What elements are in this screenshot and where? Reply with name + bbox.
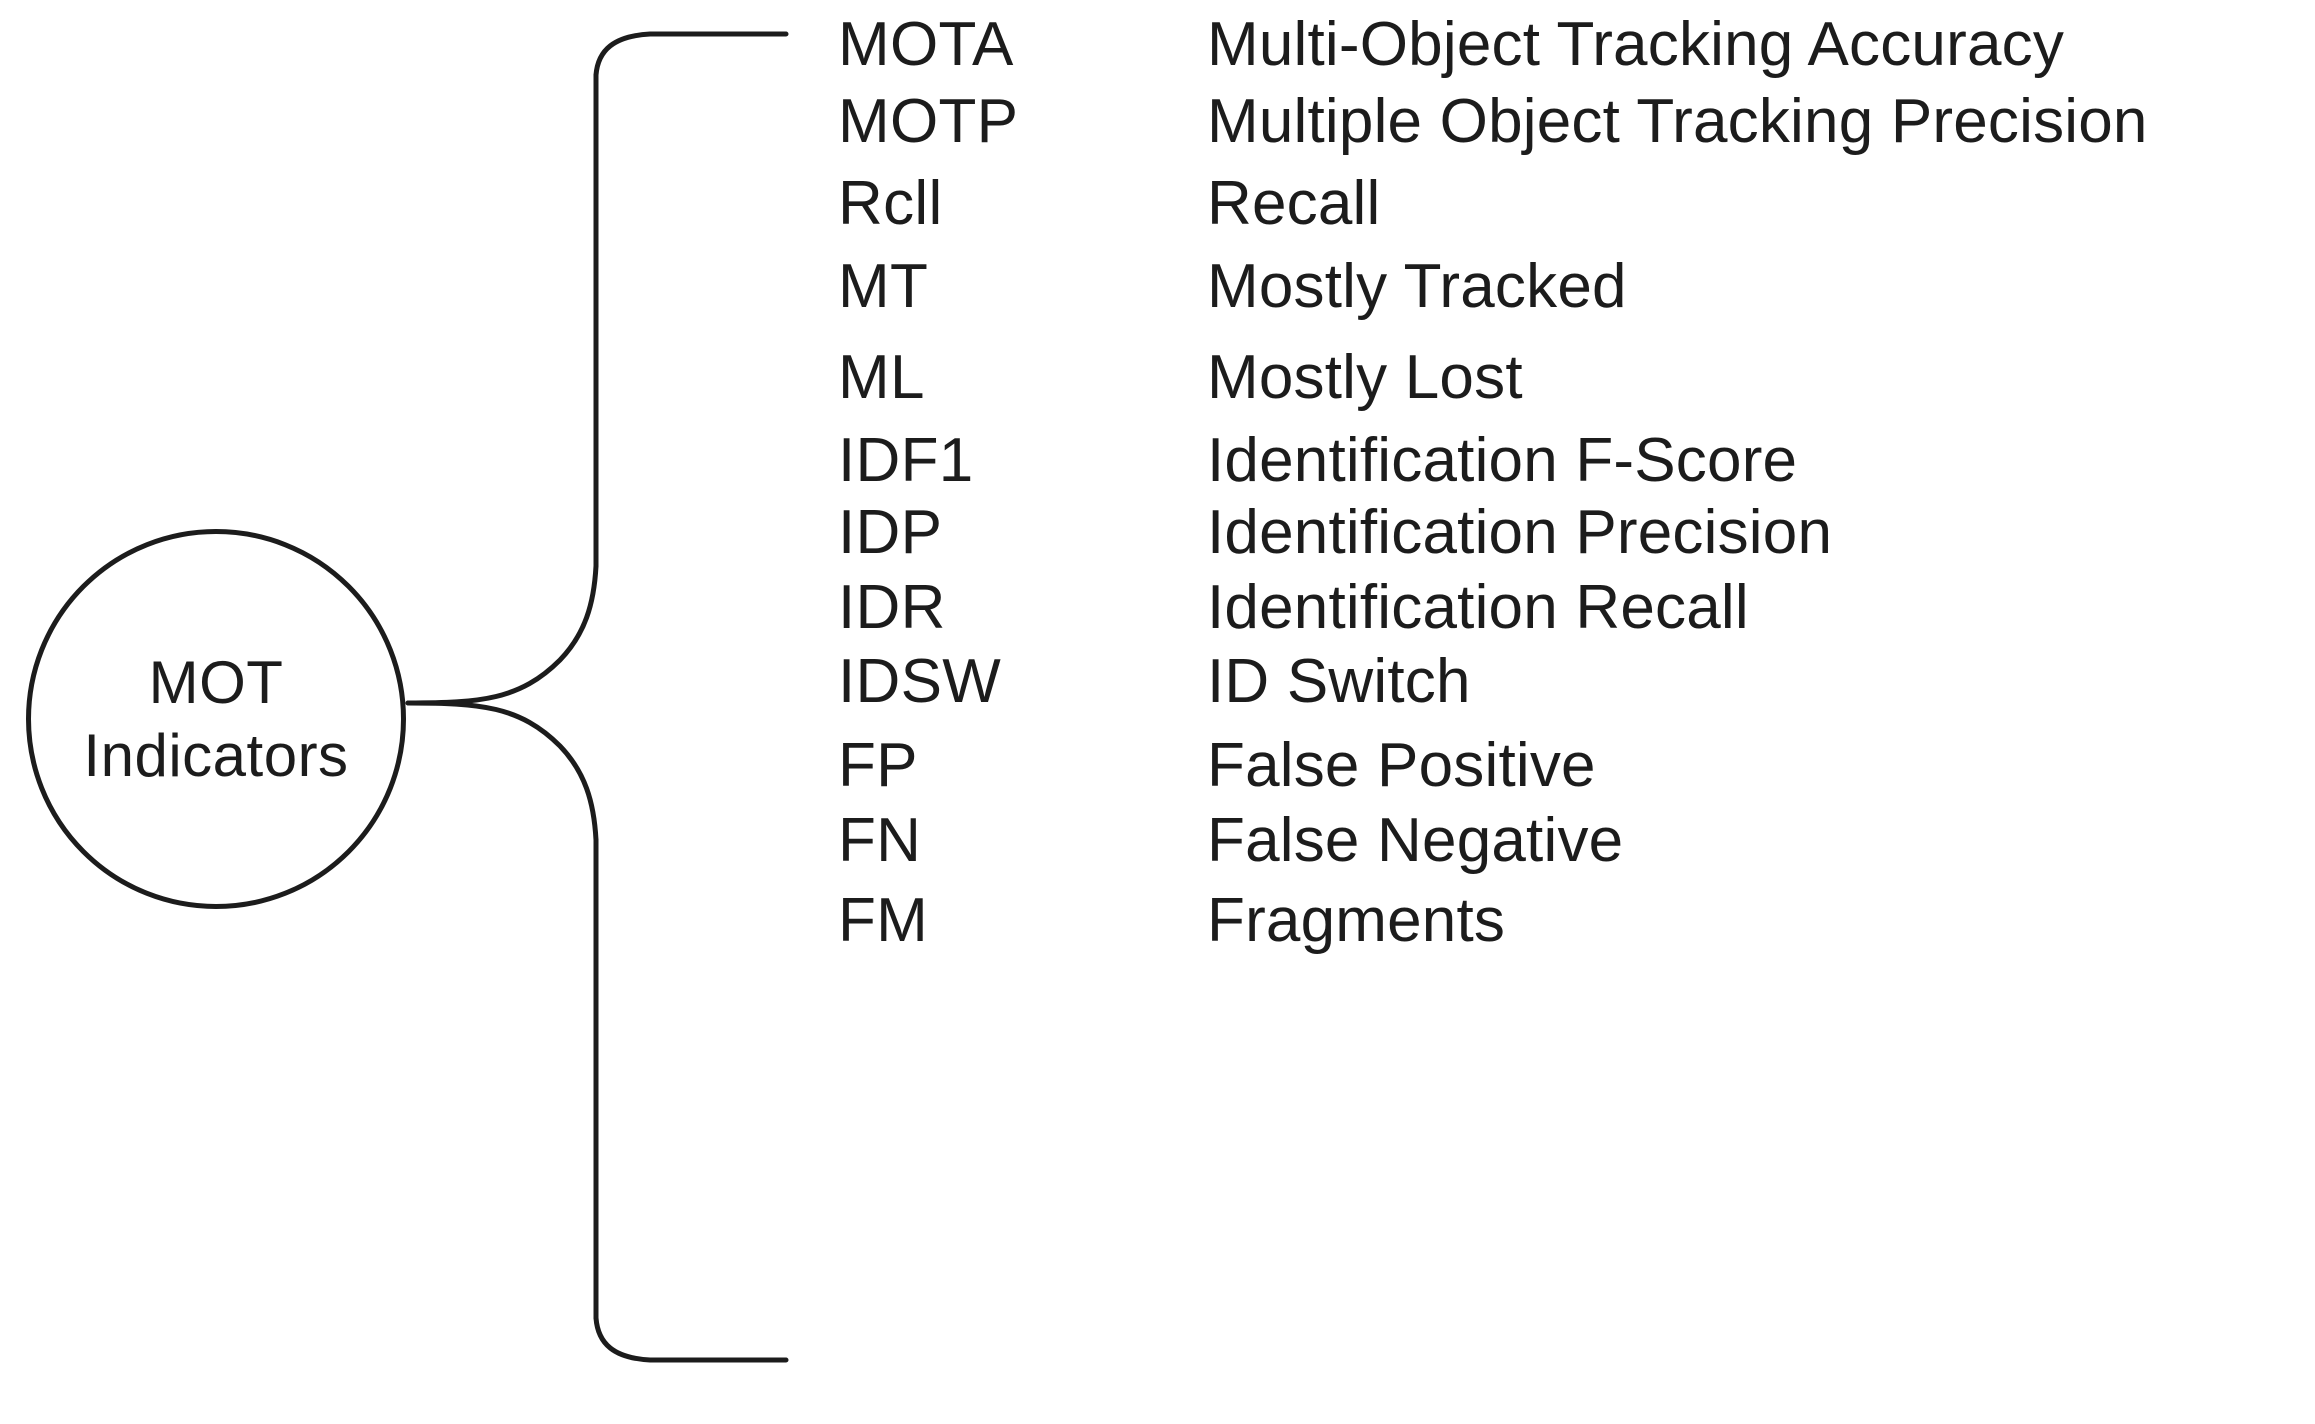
indicator-abbreviation: MT	[838, 252, 929, 321]
indicator-row[interactable]: FM Fragments	[838, 884, 2298, 958]
indicator-abbreviation: FM	[838, 886, 929, 955]
indicator-description: Multi-Object Tracking Accuracy	[1207, 10, 2065, 79]
indicator-row[interactable]: Rcll Recall	[838, 167, 2298, 241]
indicator-abbreviation: ML	[838, 343, 925, 412]
root-node-mot-indicators[interactable]: MOT Indicators	[26, 529, 406, 909]
indicator-description: Identification F-Score	[1207, 426, 1798, 495]
indicator-abbreviation: MOTP	[838, 87, 1019, 156]
indicator-abbreviation: IDP	[838, 498, 943, 567]
indicator-row[interactable]: IDF1 Identification F-Score	[838, 424, 2298, 498]
indicator-row[interactable]: MT Mostly Tracked	[838, 250, 2298, 324]
indicator-abbreviation: IDSW	[838, 647, 1002, 716]
indicator-description: ID Switch	[1207, 647, 1471, 716]
indicator-abbreviation: FN	[838, 806, 922, 875]
indicator-description: Mostly Lost	[1207, 343, 1523, 412]
indicator-row[interactable]: IDR Identification Recall	[838, 571, 2298, 645]
indicator-row[interactable]: ML Mostly Lost	[838, 341, 2298, 415]
indicator-abbreviation: IDR	[838, 573, 946, 642]
indicator-abbreviation: IDF1	[838, 426, 974, 495]
indicator-description: Identification Precision	[1207, 498, 1833, 567]
indicator-row[interactable]: IDP Identification Precision	[838, 496, 2298, 570]
indicator-description: False Negative	[1207, 806, 1624, 875]
indicator-abbreviation: FP	[838, 731, 918, 800]
indicator-description: Identification Recall	[1207, 573, 1749, 642]
indicator-description: Mostly Tracked	[1207, 252, 1627, 321]
indicator-row[interactable]: FN False Negative	[838, 804, 2298, 878]
indicator-description: Multiple Object Tracking Precision	[1207, 87, 2148, 156]
indicator-description: Recall	[1207, 169, 1381, 238]
indicator-abbreviation: Rcll	[838, 169, 943, 238]
root-node-label-line2: Indicators	[83, 722, 349, 789]
indicator-abbreviation: MOTA	[838, 10, 1014, 79]
indicator-row[interactable]: MOTP Multiple Object Tracking Precision	[838, 85, 2298, 159]
indicator-description: False Positive	[1207, 731, 1596, 800]
indicator-description: Fragments	[1207, 886, 1506, 955]
indicator-row[interactable]: FP False Positive	[838, 729, 2298, 803]
indicator-row[interactable]: MOTA Multi-Object Tracking Accuracy	[838, 8, 2298, 82]
indicator-row[interactable]: IDSW ID Switch	[838, 645, 2298, 719]
root-node-label-line1: MOT	[148, 648, 284, 716]
